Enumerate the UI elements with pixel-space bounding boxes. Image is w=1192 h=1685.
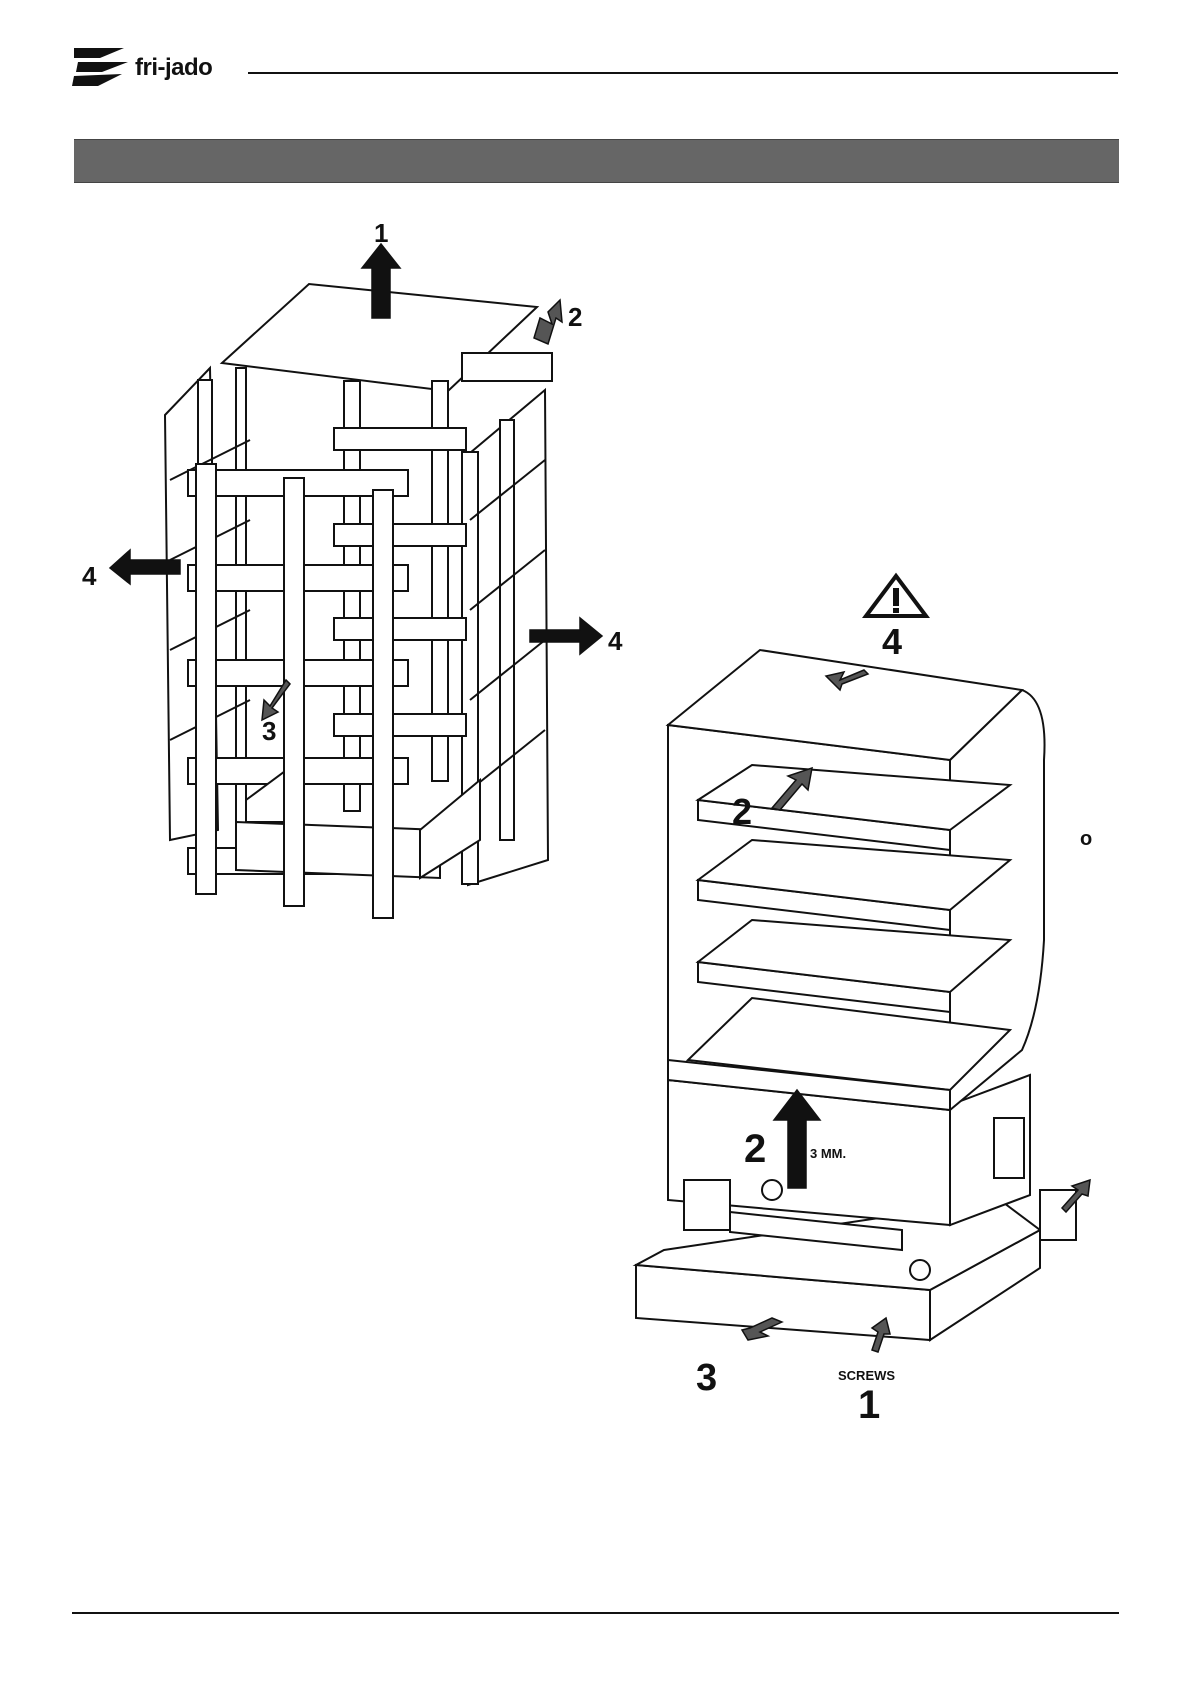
cabinet-base-step: 3: [696, 1357, 717, 1399]
cabinet-side-mark: o: [1080, 828, 1092, 850]
cabinet-lift-step: 2: [744, 1127, 766, 1171]
footer-rule: [72, 1612, 1119, 1614]
cabinet-lift-note: 3 MM.: [810, 1146, 846, 1161]
cabinet-screws-step: 1: [858, 1383, 880, 1427]
cabinet-shelf-step: 2: [732, 791, 752, 832]
cabinet-screws-note: SCREWS: [838, 1368, 895, 1383]
cabinet-warning-step: 4: [882, 621, 902, 662]
warning-triangle-icon: [866, 576, 926, 616]
